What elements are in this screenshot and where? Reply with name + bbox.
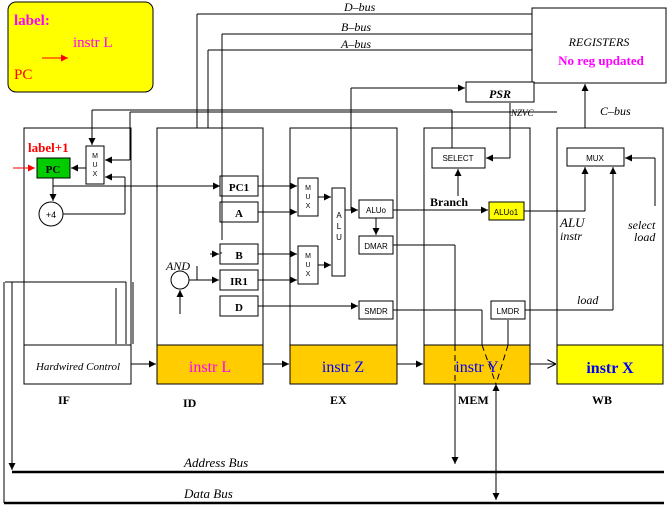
b-label: B xyxy=(235,250,243,262)
ex-instr: instr Z xyxy=(322,359,364,376)
mem-name: MEM xyxy=(458,393,489,407)
plus4-label: +4 xyxy=(46,210,56,220)
nzvc-label: NZVC xyxy=(510,108,535,118)
select-label: SELECT xyxy=(442,154,473,163)
alu-instr-2: instr xyxy=(560,229,582,243)
select-load-2: load xyxy=(634,230,656,244)
ex-name: EX xyxy=(330,393,347,407)
if-name: IF xyxy=(58,393,70,407)
c-bus-label: C–bus xyxy=(600,104,631,118)
stage-names: IF ID EX MEM WB xyxy=(58,393,612,410)
id-name: ID xyxy=(183,396,197,410)
data-bus-label: Data Bus xyxy=(183,486,233,501)
alu xyxy=(331,187,346,277)
select-load-1: select xyxy=(628,218,656,232)
label-plus1: label+1 xyxy=(28,140,69,155)
psr-label: PSR xyxy=(489,87,511,101)
a-bus-label: A–bus xyxy=(340,37,371,51)
feedback-wires xyxy=(88,109,557,164)
and-gate xyxy=(170,270,190,290)
and-label: AND xyxy=(165,259,190,273)
select-box xyxy=(431,147,486,169)
id-instr-bar xyxy=(156,344,264,385)
wb-mux-label: MUX xyxy=(586,154,604,163)
smdr-label: SMDR xyxy=(364,307,388,316)
legend-box: label: instr L PC xyxy=(7,1,154,93)
psr-box xyxy=(465,81,535,103)
hardwired-control: Hardwired Control xyxy=(35,361,120,373)
registers-note: No reg updated xyxy=(558,53,644,68)
load-label: load xyxy=(577,293,599,307)
address-bus-label: Address Bus xyxy=(183,455,248,470)
ir1-label: IR1 xyxy=(230,276,248,288)
if-mux xyxy=(85,145,105,185)
stage-bars: instr L instr Z instr Y instr X Hardwire… xyxy=(35,344,664,385)
legend-label: label: xyxy=(14,13,50,29)
lmdr-label: LMDR xyxy=(497,307,520,316)
stage-frames xyxy=(23,127,664,385)
bottom-buses: Address Bus Data Bus xyxy=(3,282,664,505)
alu-instr-1: ALU xyxy=(559,215,586,230)
legend-pc: PC xyxy=(14,67,32,83)
mem-instr: instr Y xyxy=(455,359,499,376)
legend-instr: instr L xyxy=(73,35,113,51)
aluo-label: ALUo xyxy=(366,206,387,215)
mem-stage xyxy=(423,127,531,385)
registers-box: REGISTERS No reg updated xyxy=(531,7,667,84)
branch-label: Branch xyxy=(430,195,468,209)
registers-title: REGISTERS xyxy=(568,35,630,49)
wb-internals: MUX ALU instr load select load xyxy=(524,147,656,311)
b-bus-label: B–bus xyxy=(341,20,371,34)
id-instr: instr L xyxy=(189,359,231,376)
wb-mux xyxy=(566,147,625,167)
pc-label: PC xyxy=(46,164,61,176)
id-internals: PC1 A B IR1 D AND xyxy=(165,34,259,317)
d-label: D xyxy=(235,302,243,314)
wb-instr: instr X xyxy=(586,360,634,377)
mem-instr-bar xyxy=(423,344,531,385)
dmar-label: DMAR xyxy=(364,242,388,251)
a-label: A xyxy=(235,208,243,220)
mem-internals: ALUo DMAR SMDR SELECT PSR NZVC Branch AL… xyxy=(350,81,535,500)
pc1-label: PC1 xyxy=(229,182,249,194)
d-bus-label: D–bus xyxy=(343,0,376,14)
aluo1-label: ALUo1 xyxy=(494,208,519,217)
wb-instr-bar xyxy=(556,344,664,385)
wb-name: WB xyxy=(592,393,612,407)
